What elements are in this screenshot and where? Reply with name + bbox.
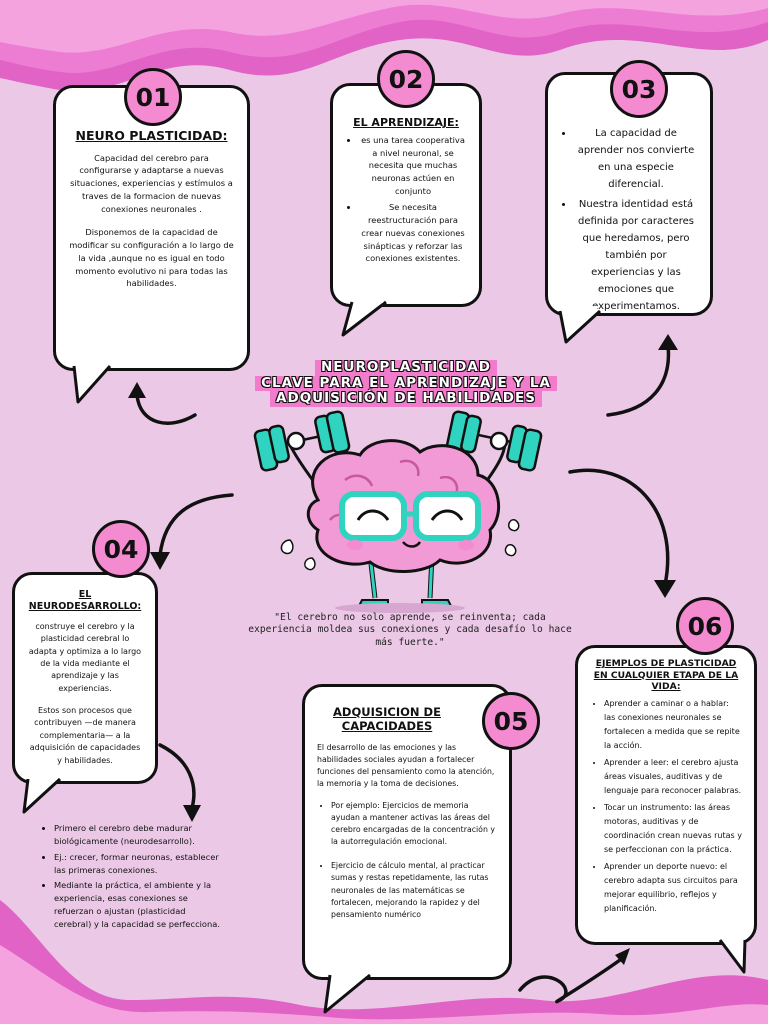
box-06-item-3: Tocar un instrumento: las áreas motoras,… bbox=[604, 801, 742, 857]
number-badge-05: 05 bbox=[482, 692, 540, 750]
number-badge-03: 03 bbox=[610, 60, 668, 118]
box-01-text-1: Capacidad del cerebro para configurarse … bbox=[70, 152, 233, 215]
main-title-line-1: NEUROPLASTICIDAD bbox=[314, 359, 498, 376]
box-06: EJEMPLOS DE PLASTICIDAD EN CUALQUIER ETA… bbox=[575, 645, 757, 945]
box-06-item-4: Aprender un deporte nuevo: el cerebro ad… bbox=[604, 860, 742, 916]
box-02-item-1: es una tarea cooperativa a nivel neurona… bbox=[359, 134, 467, 198]
box-04-text-1: construye el cerebro y la plasticidad ce… bbox=[28, 621, 142, 693]
box-02-title: EL APRENDIZAJE: bbox=[353, 116, 459, 129]
neurodesarrollo-step-1: Primero el cerebro debe madurar biológic… bbox=[54, 822, 224, 848]
box-05-item-2: Ejercicio de cálculo mental, al practica… bbox=[331, 860, 497, 920]
box-01: NEURO PLASTICIDAD: Capacidad del cerebro… bbox=[53, 85, 250, 371]
box-06-item-2: Aprender a leer: el cerebro ajusta áreas… bbox=[604, 756, 742, 798]
neurodesarrollo-steps-list: Primero el cerebro debe madurar biológic… bbox=[40, 822, 224, 934]
box-04-title: EL NEURODESARROLLO: bbox=[28, 589, 142, 612]
box-04-text-2: Estos son procesos que contribuyen —de m… bbox=[29, 706, 141, 765]
box-05-list: Por ejemplo: Ejercicios de memoria ayuda… bbox=[317, 800, 497, 921]
box-02-list: es una tarea cooperativa a nivel neurona… bbox=[345, 134, 467, 266]
box-04: EL NEURODESARROLLO: construye el cerebro… bbox=[12, 572, 158, 784]
box-02-item-2: Se necesita reestructuración para crear … bbox=[359, 201, 467, 265]
box-02: EL APRENDIZAJE: es una tarea cooperativa… bbox=[330, 83, 482, 307]
box-03-item-1: La capacidad de aprender nos convierte e… bbox=[574, 125, 698, 193]
box-05-title: ADQUISICION DE CAPACIDADES bbox=[333, 705, 441, 734]
box-03-item-2: Nuestra identidad está definida por cara… bbox=[574, 196, 698, 315]
quote-text: "El cerebro no solo aprende, se reinvent… bbox=[248, 612, 572, 648]
main-title: NEUROPLASTICIDAD CLAVE PARA EL APRENDIZA… bbox=[244, 359, 568, 407]
neurodesarrollo-step-2: Ej.: crecer, formar neuronas, establecer… bbox=[54, 851, 224, 877]
number-badge-06: 06 bbox=[676, 597, 734, 655]
box-03-list: La capacidad de aprender nos convierte e… bbox=[560, 125, 698, 315]
main-title-line-2: CLAVE PARA EL APRENDIZAJE Y LA bbox=[255, 375, 557, 392]
box-06-item-1: Aprender a caminar o a hablar: las conex… bbox=[604, 697, 742, 753]
box-05-item-1: Por ejemplo: Ejercicios de memoria ayuda… bbox=[331, 800, 497, 848]
number-badge-02: 02 bbox=[377, 50, 435, 108]
box-05-text-1: El desarrollo de las emociones y las hab… bbox=[317, 742, 495, 788]
box-06-title: EJEMPLOS DE PLASTICIDAD EN CUALQUIER ETA… bbox=[593, 658, 739, 692]
box-01-text-2: Disponemos de la capacidad de modificar … bbox=[69, 226, 234, 289]
box-01-title: NEURO PLASTICIDAD: bbox=[75, 128, 228, 143]
neurodesarrollo-step-3: Mediante la práctica, el ambiente y la e… bbox=[54, 879, 224, 930]
box-05: ADQUISICION DE CAPACIDADES El desarrollo… bbox=[302, 684, 512, 980]
box-06-list: Aprender a caminar o a hablar: las conex… bbox=[590, 697, 742, 916]
main-title-line-3: ADQUISICIÓN DE HABILIDADES bbox=[270, 391, 542, 407]
number-badge-01: 01 bbox=[124, 68, 182, 126]
box-03: La capacidad de aprender nos convierte e… bbox=[545, 72, 713, 316]
number-badge-04: 04 bbox=[92, 520, 150, 578]
